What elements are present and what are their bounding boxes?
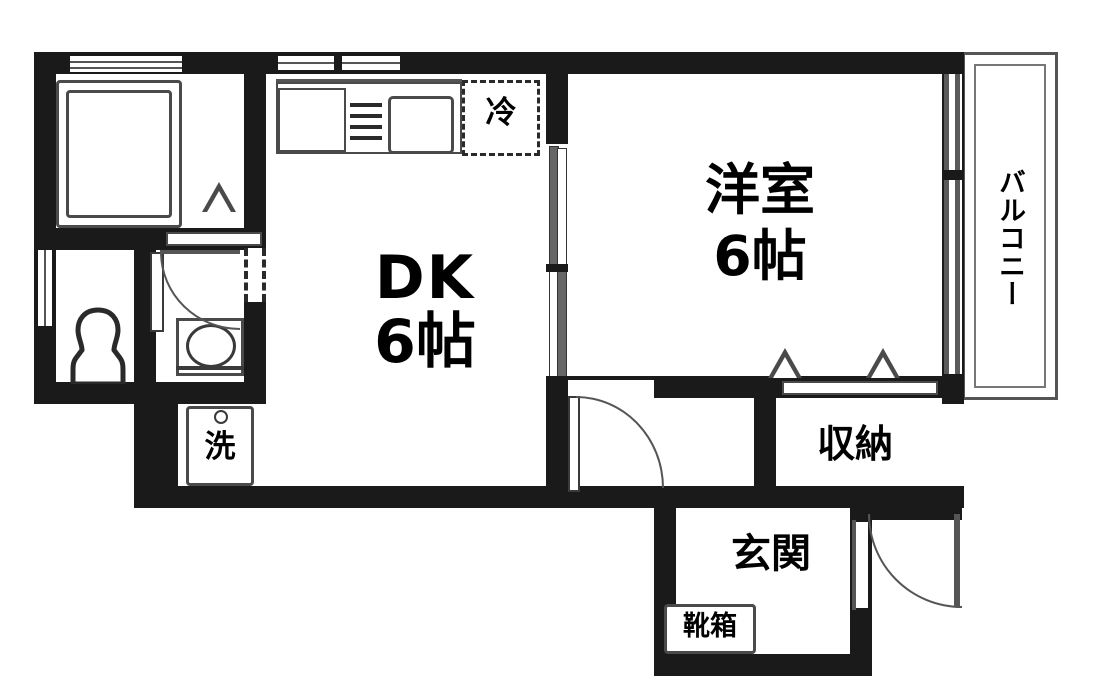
wall-washroom-bottom xyxy=(156,382,266,404)
closet-door-marker-right-inner-icon xyxy=(871,357,895,378)
washroom-door-head xyxy=(160,250,240,254)
washer-drain-icon xyxy=(214,410,228,424)
wall-hall-door-jamb-left xyxy=(546,376,568,398)
washer-label: 洗 xyxy=(204,429,236,465)
kitchen-sink-basin xyxy=(278,88,346,152)
balcony-window-panel-outer[interactable] xyxy=(944,74,949,374)
exterior-wall-bottom-left xyxy=(134,486,674,508)
storage-label: 収納 xyxy=(816,422,893,466)
balcony-window-center-stop xyxy=(942,170,964,180)
wall-bath-dk-vertical xyxy=(244,52,266,238)
youshitsu-label: 洋室 xyxy=(704,158,815,222)
dk-label: DK xyxy=(374,243,476,313)
closet-door-marker-left-inner-icon xyxy=(773,357,797,378)
bathtub-inner xyxy=(66,90,172,218)
stove-burner-line-2-icon xyxy=(350,114,382,118)
window-bath-mullion-1 xyxy=(70,61,182,63)
stove-grill-outline xyxy=(388,96,454,154)
window-kitchen-left-mullion xyxy=(278,62,334,64)
accordion-door-washroom[interactable] xyxy=(244,248,266,302)
balcony-window-panel-inner[interactable] xyxy=(955,74,960,374)
wall-hall-closet xyxy=(754,376,776,508)
wall-dk-youshitsu-top xyxy=(546,52,568,144)
toilet-tank-line xyxy=(176,366,244,370)
entrance-threshold xyxy=(852,520,856,610)
window-bath xyxy=(70,56,182,72)
exterior-wall-top xyxy=(34,52,964,74)
toilet-door-leaf[interactable] xyxy=(150,252,164,332)
stove-burner-line-4-icon xyxy=(350,136,382,140)
genkan-wall-bottom xyxy=(654,654,872,676)
bath-door-marker-inner-icon xyxy=(207,191,231,212)
youshitsu-size-label: 6帖 xyxy=(713,224,807,288)
washbasin-silhouette-icon xyxy=(70,307,126,384)
bath-door-rail[interactable] xyxy=(166,232,262,246)
wall-toilet-right xyxy=(244,298,266,404)
sliding-door-dk-youshitsu-panel-d[interactable] xyxy=(557,266,567,382)
closet-door-rail[interactable] xyxy=(782,381,938,395)
shoebox-label: 靴箱 xyxy=(683,611,737,642)
wall-dk-youshitsu-bottom xyxy=(546,376,568,508)
toilet-door-swing-arc xyxy=(160,252,240,330)
window-bath-mullion-2 xyxy=(70,67,182,69)
genkan-label: 玄関 xyxy=(731,531,811,577)
window-kitchen-right-mullion xyxy=(342,62,400,64)
shoebox-outline xyxy=(664,604,756,654)
wall-washer-left xyxy=(156,404,178,486)
entrance-door-swing-arc xyxy=(868,514,962,608)
kitchen-counter-backsplash xyxy=(276,79,462,82)
refrigerator-label: 冷 xyxy=(485,95,517,131)
genkan-door-jamb xyxy=(850,508,872,520)
window-left-wall-mullion xyxy=(44,250,46,326)
genkan-doorway-gap xyxy=(854,522,868,608)
stove-burner-line-1-icon xyxy=(350,103,382,107)
balcony-label: バルコニー xyxy=(994,168,1025,308)
sliding-door-dk-youshitsu-panel-b[interactable] xyxy=(557,148,567,272)
refrigerator-space xyxy=(462,80,540,156)
stove-burner-line-3-icon xyxy=(350,125,382,129)
exterior-wall-left-bottom xyxy=(34,382,164,404)
toilet-bowl-icon xyxy=(186,324,236,368)
sliding-door-center-stop xyxy=(546,264,568,272)
exterior-wall-closet-bottom xyxy=(654,486,964,508)
balcony-outline-inner xyxy=(974,64,1046,388)
dk-size-label: 6帖 xyxy=(374,307,476,377)
wall-washroom-left-vertical xyxy=(134,382,156,500)
